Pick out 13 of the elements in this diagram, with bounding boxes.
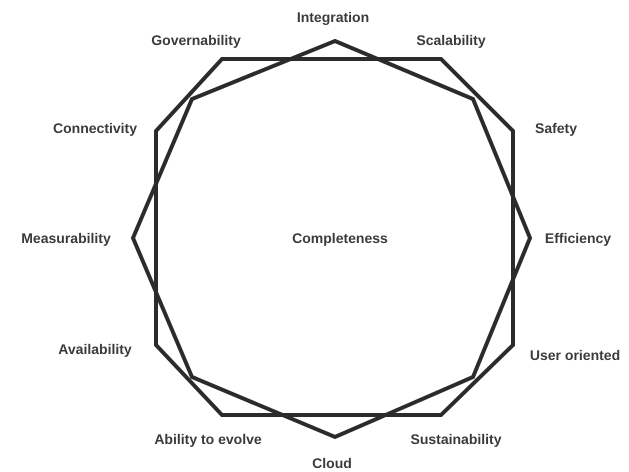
vertex-label: Safety [534, 120, 578, 136]
vertex-label: Completeness [292, 230, 388, 246]
vertex-label: Sustainability [410, 431, 502, 447]
vertex-label: Cloud [312, 455, 352, 471]
vertex-label: Efficiency [544, 230, 612, 246]
vertex-label: Measurability [21, 230, 111, 246]
vertex-label: Governability [151, 32, 241, 48]
vertex-label: Ability to evolve [154, 431, 262, 447]
vertex-label: Scalability [416, 32, 486, 48]
vertex-label: Availability [58, 341, 132, 357]
vertex-label: Integration [296, 9, 370, 25]
vertex-label: User oriented [530, 347, 620, 363]
vertex-label: Connectivity [53, 120, 137, 136]
